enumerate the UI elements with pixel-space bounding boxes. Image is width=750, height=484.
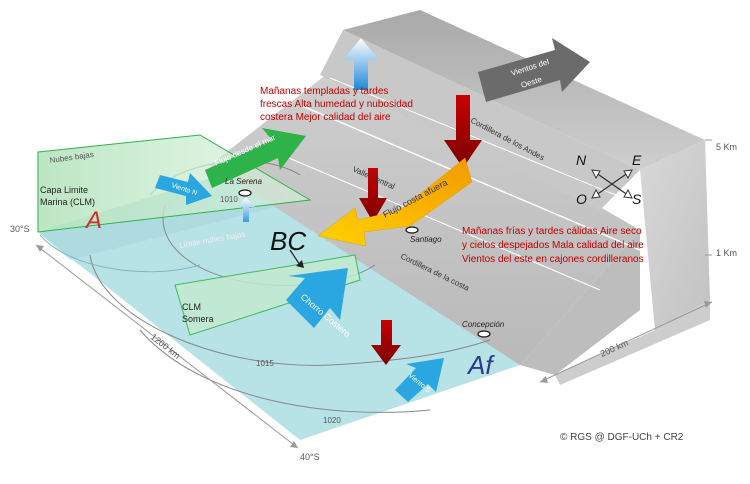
credit-text: © RGS @ DGF-UCh + CR2 [560, 432, 684, 443]
la-serena-label: La Serena [225, 177, 262, 186]
concepcion-label: Concepción [462, 320, 505, 329]
rising-air-arrow [343, 38, 379, 90]
small-rising-arrow [237, 197, 255, 222]
af-letters: Af [466, 350, 495, 380]
andes-west-slope [320, 30, 640, 210]
high-pressure-letter: A [84, 207, 102, 234]
isobar-1015 [89, 254, 491, 366]
note-bottom-line-1: Mañanas frías y tardes cálidas Aire seco [462, 226, 642, 237]
lat-axis-head-top [36, 245, 44, 252]
ridge-line-2 [269, 149, 601, 291]
concepcion-marker [477, 330, 491, 338]
compass-s: S [632, 191, 642, 207]
note-top-line-2: frescas Alta humedad y nubosidad [260, 99, 413, 110]
width-axis-head-right [704, 301, 712, 308]
alt-5km-label: 5 Km [716, 142, 737, 152]
subsidence-arrow-valley [359, 168, 387, 222]
subsidence-arrow-ocean [371, 320, 401, 365]
ridge-line-3 [329, 77, 641, 206]
coastal-jet-arrow [286, 268, 348, 328]
note-top-line-3: costera Mejor calidad del aire [260, 112, 391, 123]
bc-pointer-arrow [289, 249, 301, 266]
westerlies-arrow [478, 38, 590, 102]
isobar-1020-label: 1020 [323, 416, 341, 425]
santiago-label: Santiago [410, 235, 442, 244]
width-axis-head-left [540, 376, 548, 383]
isobar-1015-label: 1015 [256, 359, 274, 368]
clm-somera-label-2: Somera [182, 314, 214, 324]
la-serena-marker [238, 189, 252, 197]
north-wind-arrow [155, 173, 212, 205]
bc-letters: BC [270, 226, 306, 256]
bc-pointer-head [296, 260, 304, 268]
onshore-flow-arrow [205, 128, 306, 188]
lat-axis-head-bottom [290, 441, 298, 448]
andes-east-face [640, 140, 710, 330]
note-top-line-1: Mañanas templadas y tardes [260, 86, 388, 97]
compass-e: E [632, 152, 642, 168]
lat-axis [35, 244, 299, 449]
capa-limite-label-2: Marina (CLM) [40, 197, 95, 207]
offshore-flow-arrow [317, 157, 473, 247]
subsidence-arrow-andes [444, 95, 482, 168]
clm-arc [39, 234, 201, 273]
isobar-1020 [139, 329, 431, 413]
alt-1km-label: 1 Km [716, 248, 737, 258]
width-axis [539, 301, 713, 383]
lat-30-label: 30°S [10, 224, 30, 234]
clm-somera-label-1: CLM [182, 302, 201, 312]
santiago-marker [405, 226, 419, 234]
south-wind-arrow [395, 358, 444, 402]
lat-40-label: 40°S [300, 452, 320, 462]
note-bottom-line-3: Vientos del este en cajones cordillerano… [462, 254, 644, 265]
isobar-1010-label: 1010 [220, 195, 238, 204]
note-bottom-line-2: y cielos despejados Mala calidad del air… [462, 240, 644, 251]
compass-o: O [576, 191, 587, 207]
terrain-front-face [520, 230, 640, 375]
compass-n: N [576, 152, 587, 168]
compass-rose [591, 169, 633, 199]
capa-limite-label-1: Capa Limite [40, 185, 88, 195]
